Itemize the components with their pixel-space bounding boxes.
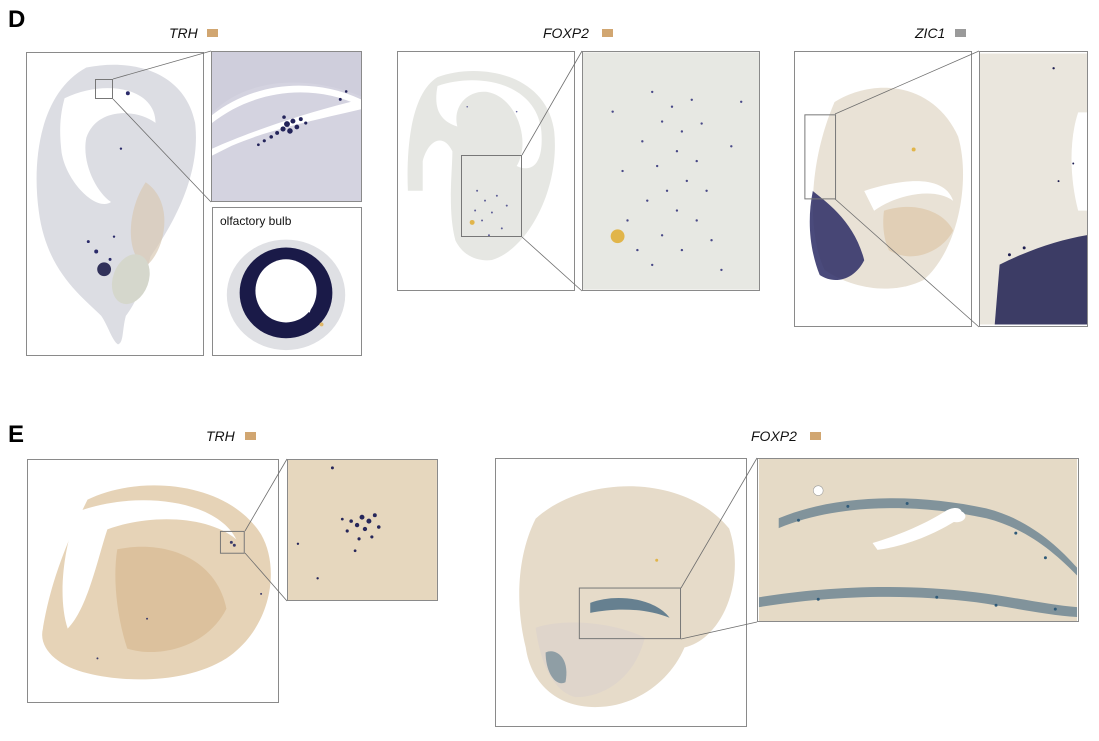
color-swatch-e-foxp2 [810,432,821,440]
zoom-inset-d-foxp2 [582,51,760,291]
panel-letter-d: D [8,6,26,33]
gene-label-e-foxp2: FOXP2 [751,428,797,444]
tissue-section-e-foxp2 [495,458,747,727]
color-swatch-e-trh [245,432,256,440]
zoom-inset-e-foxp2 [757,458,1079,622]
gene-label-d-trh: TRH [169,25,198,41]
color-swatch-d-zic1 [955,29,966,37]
zoom-inset-e-trh [287,459,438,601]
tissue-section-d-zic1 [794,51,972,327]
zoom-box-d-trh [95,79,113,99]
color-swatch-d-foxp2 [602,29,613,37]
gene-label-d-zic1: ZIC1 [915,25,946,41]
zoom-inset-d-zic1 [979,51,1088,327]
gene-label-e-trh: TRH [206,428,235,444]
tissue-section-e-trh [27,459,279,703]
gene-label-d-foxp2: FOXP2 [543,25,589,41]
olfactory-bulb-inset [212,207,362,356]
tissue-section-d-trh [26,52,204,356]
color-swatch-d-trh [207,29,218,37]
panel-letter-e: E [8,421,25,448]
zoom-inset-d-trh [211,51,362,202]
inset-label-olfactory-bulb: olfactory bulb [220,214,292,228]
zoom-box-d-foxp2 [461,155,522,237]
tissue-section-d-foxp2 [397,51,575,291]
